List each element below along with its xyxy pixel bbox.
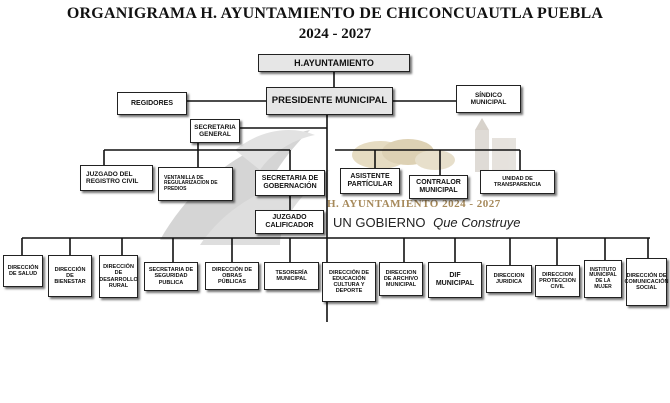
dept-tesoreria: TESORERÍA MUNICIPAL	[264, 262, 319, 290]
box-secretaria-general: SECRETARIA GENERAL	[190, 119, 240, 143]
watermark-slogan-a: UN GOBIERNO	[333, 215, 426, 230]
dept-proteccion-civil: DIRECCION PROTECCION CIVIL	[535, 265, 580, 297]
dept-salud: DIRECCIÓN DE SALUD	[3, 255, 43, 287]
dept-seguridad-publica: SECRETARIA DE SEGURIDAD PUBLICA	[144, 262, 198, 291]
box-juzgado-calificador: JUZGADO CALIFICADOR	[255, 210, 324, 234]
dept-bienestar: DIRECCIÓN DE BIENESTAR	[48, 255, 92, 297]
watermark-name: H. AYUNTAMIENTO 2024 - 2027	[327, 198, 501, 210]
box-asistente: ASISTENTE PARTÍCULAR	[340, 168, 400, 194]
dept-educacion: DIRECCIÓN DE EDUCACIÓN CULTURA Y DEPORTE	[322, 262, 376, 302]
watermark-slogan-b: Que Construye	[433, 215, 521, 230]
box-presidente: PRESIDENTE MUNICIPAL	[266, 87, 393, 115]
dept-mujer: INSTITUTO MUNICIPAL DE LA MUJER	[584, 260, 622, 298]
dept-desarrollo-rural: DIRECCIÓN DE DESARROLLO RURAL	[99, 255, 138, 298]
dept-juridica: DIRECCION JURIDICA	[486, 265, 532, 293]
box-regidores: REGIDORES	[117, 92, 187, 115]
box-secretaria-gobernacion: SECRETARIA DE GOBERNACIÓN	[255, 170, 325, 196]
box-ventanilla: VENTANILLA DE REGULARIZACION DE PREDIOS	[158, 167, 233, 201]
dept-dif: DIF MUNICIPAL	[428, 262, 482, 298]
dept-archivo: DIRECCION DE ARCHIVO MUNICIPAL	[379, 262, 423, 296]
dept-comunicacion-social: DIRECCIÓN DE COMUNICACIÓN SOCIAL	[625, 258, 669, 306]
chart-period: 2024 - 2027	[298, 26, 372, 42]
chart-title: ORGANIGRAMA H. AYUNTAMIENTO DE CHICONCUA…	[66, 5, 604, 22]
box-sindico: SÍNDICO MUNICIPAL	[456, 85, 521, 113]
watermark-slogan: UN GOBIERNO Que Construye	[333, 215, 521, 230]
dept-obras-publicas: DIRECCIÓN DE OBRAS PÚBLICAS	[205, 262, 259, 290]
box-ayuntamiento: H.AYUNTAMIENTO	[258, 54, 410, 72]
box-juzgado-civil: JUZGADO DEL REGISTRO CIVIL	[80, 165, 153, 191]
box-contralor: CONTRALOR MUNICIPAL	[409, 175, 468, 199]
box-transparencia: UNIDAD DE TRANSPARENCIA	[480, 170, 555, 194]
